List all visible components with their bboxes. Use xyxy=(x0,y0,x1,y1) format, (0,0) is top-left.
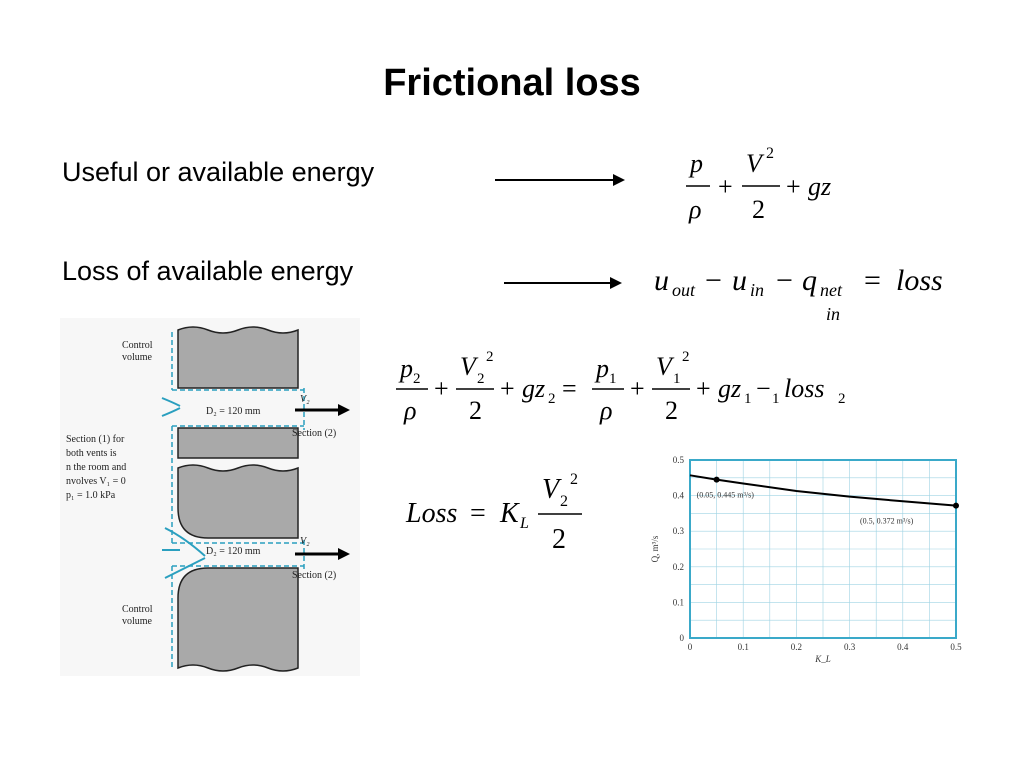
data-label: (0.05, 0.445 m³/s) xyxy=(697,491,755,500)
svg-text:2: 2 xyxy=(560,493,568,510)
svg-text:both vents is: both vents is xyxy=(66,448,117,459)
svg-text:in: in xyxy=(826,304,840,324)
svg-text:V: V xyxy=(542,474,562,505)
vent-diagram: Control volume D₂ = 120 mm V₂ Section (2… xyxy=(60,318,360,676)
svg-text:=: = xyxy=(562,374,577,403)
x-tick-label: 0.5 xyxy=(950,642,962,652)
svg-text:2: 2 xyxy=(413,371,421,387)
svg-text:volume: volume xyxy=(122,352,153,363)
svg-text:Loss: Loss xyxy=(405,498,457,529)
flow-vs-kl-chart: 0 0.1 0.2 0.3 0.4 0.5 0 0.1 0.2 0.3 0.4 0.5K_L Q, m³… xyxy=(650,455,962,664)
section2-label: Section (2) xyxy=(292,570,336,581)
section2-label: Section (2) xyxy=(292,428,336,439)
plot-frame xyxy=(689,459,957,639)
data-point xyxy=(713,476,720,483)
svg-text:V: V xyxy=(746,149,765,178)
svg-text:gz: gz xyxy=(808,172,831,201)
svg-text:p: p xyxy=(688,149,703,178)
energy-loss-label: Loss of available energy xyxy=(62,256,354,286)
svg-text:+: + xyxy=(718,172,733,201)
svg-text:V: V xyxy=(460,352,479,381)
svg-text:p₁ = 1.0 kPa: p₁ = 1.0 kPa xyxy=(66,490,116,501)
svg-text:2: 2 xyxy=(752,195,765,224)
loss-equation: u out − u in − q net in = loss xyxy=(654,264,943,324)
svg-text:1: 1 xyxy=(673,371,681,387)
svg-text:n the room and: n the room and xyxy=(66,462,126,473)
svg-text:2: 2 xyxy=(477,371,485,387)
svg-text:q: q xyxy=(802,264,817,297)
svg-text:2: 2 xyxy=(570,471,578,488)
arrow-right-icon xyxy=(504,277,622,289)
x-tick-label: 0.3 xyxy=(844,642,856,652)
svg-text:−: − xyxy=(776,264,793,297)
energy-balance-equation: p 2 ρ + V 2 2 2 + gz 2 = p 1 ρ + V 1 2 2… xyxy=(396,349,846,425)
y-axis-label: Q, m³/s xyxy=(650,535,660,562)
useful-energy-label: Useful or available energy xyxy=(62,157,375,187)
svg-text:gz: gz xyxy=(718,374,741,403)
svg-text:2: 2 xyxy=(486,349,494,365)
svg-text:+: + xyxy=(500,374,515,403)
svg-text:ρ: ρ xyxy=(599,396,612,425)
svg-text:2: 2 xyxy=(838,391,846,407)
x-tick-label: 0.1 xyxy=(738,642,749,652)
data-label: (0.5, 0.372 m³/s) xyxy=(860,517,914,526)
control-volume-label: Control xyxy=(122,340,153,351)
svg-text:+: + xyxy=(630,374,645,403)
v2-label: V₂ xyxy=(300,394,310,405)
svg-text:loss: loss xyxy=(784,374,824,403)
svg-text:1: 1 xyxy=(744,391,752,407)
svg-text:2: 2 xyxy=(548,391,556,407)
loss-coefficient-equation: Loss = K L V 2 2 2 xyxy=(405,471,582,555)
svg-text:L: L xyxy=(519,515,529,532)
svg-text:−: − xyxy=(756,374,771,403)
svg-text:ρ: ρ xyxy=(688,195,701,224)
svg-text:2: 2 xyxy=(682,349,690,365)
section1-line: Section (1) for xyxy=(66,434,125,445)
svg-text:p: p xyxy=(594,354,609,383)
svg-text:Control: Control xyxy=(122,604,153,615)
svg-text:1: 1 xyxy=(609,371,617,387)
svg-text:2: 2 xyxy=(766,145,774,162)
svg-text:loss: loss xyxy=(896,264,943,297)
x-tick-label: 0 xyxy=(688,642,693,652)
slide-title: Frictional loss xyxy=(383,62,641,104)
data-point xyxy=(953,502,959,509)
y-tick-label: 0 xyxy=(680,633,685,643)
svg-text:gz: gz xyxy=(522,374,545,403)
y-tick-label: 0.1 xyxy=(673,597,684,607)
svg-text:K: K xyxy=(499,498,520,529)
svg-text:in: in xyxy=(750,280,764,300)
x-tick-label: 0.2 xyxy=(791,642,802,652)
y-tick-label: 0.4 xyxy=(673,491,685,501)
svg-text:2: 2 xyxy=(665,396,678,425)
y-tick-label: 0.3 xyxy=(673,526,685,536)
svg-text:1: 1 xyxy=(772,391,780,407)
svg-text:out: out xyxy=(672,280,696,300)
svg-text:+: + xyxy=(696,374,711,403)
svg-text:net: net xyxy=(820,280,843,300)
svg-text:u: u xyxy=(732,264,747,297)
svg-text:=: = xyxy=(470,498,486,529)
v2-label: V₂ xyxy=(300,536,310,547)
available-energy-equation: p ρ + V 2 2 + gz xyxy=(686,145,831,224)
svg-text:2: 2 xyxy=(552,524,566,555)
svg-text:volume: volume xyxy=(122,616,153,627)
svg-text:−: − xyxy=(705,264,722,297)
svg-text:V: V xyxy=(656,352,675,381)
svg-text:+: + xyxy=(786,172,801,201)
y-tick-label: 0.2 xyxy=(673,562,684,572)
svg-text:=: = xyxy=(864,264,881,297)
y-tick-label: 0.5 xyxy=(673,455,685,465)
svg-text:2: 2 xyxy=(469,396,482,425)
svg-text:+: + xyxy=(434,374,449,403)
x-axis-label: K_L xyxy=(814,654,831,664)
d2-label: D₂ = 120 mm xyxy=(206,406,261,417)
x-tick-label: 0.4 xyxy=(897,642,909,652)
arrow-right-icon xyxy=(495,174,625,186)
svg-text:u: u xyxy=(654,264,669,297)
svg-text:nvolves V₁ = 0: nvolves V₁ = 0 xyxy=(66,476,126,487)
d2-label: D₂ = 120 mm xyxy=(206,546,261,557)
svg-text:p: p xyxy=(398,354,413,383)
svg-text:ρ: ρ xyxy=(403,396,416,425)
